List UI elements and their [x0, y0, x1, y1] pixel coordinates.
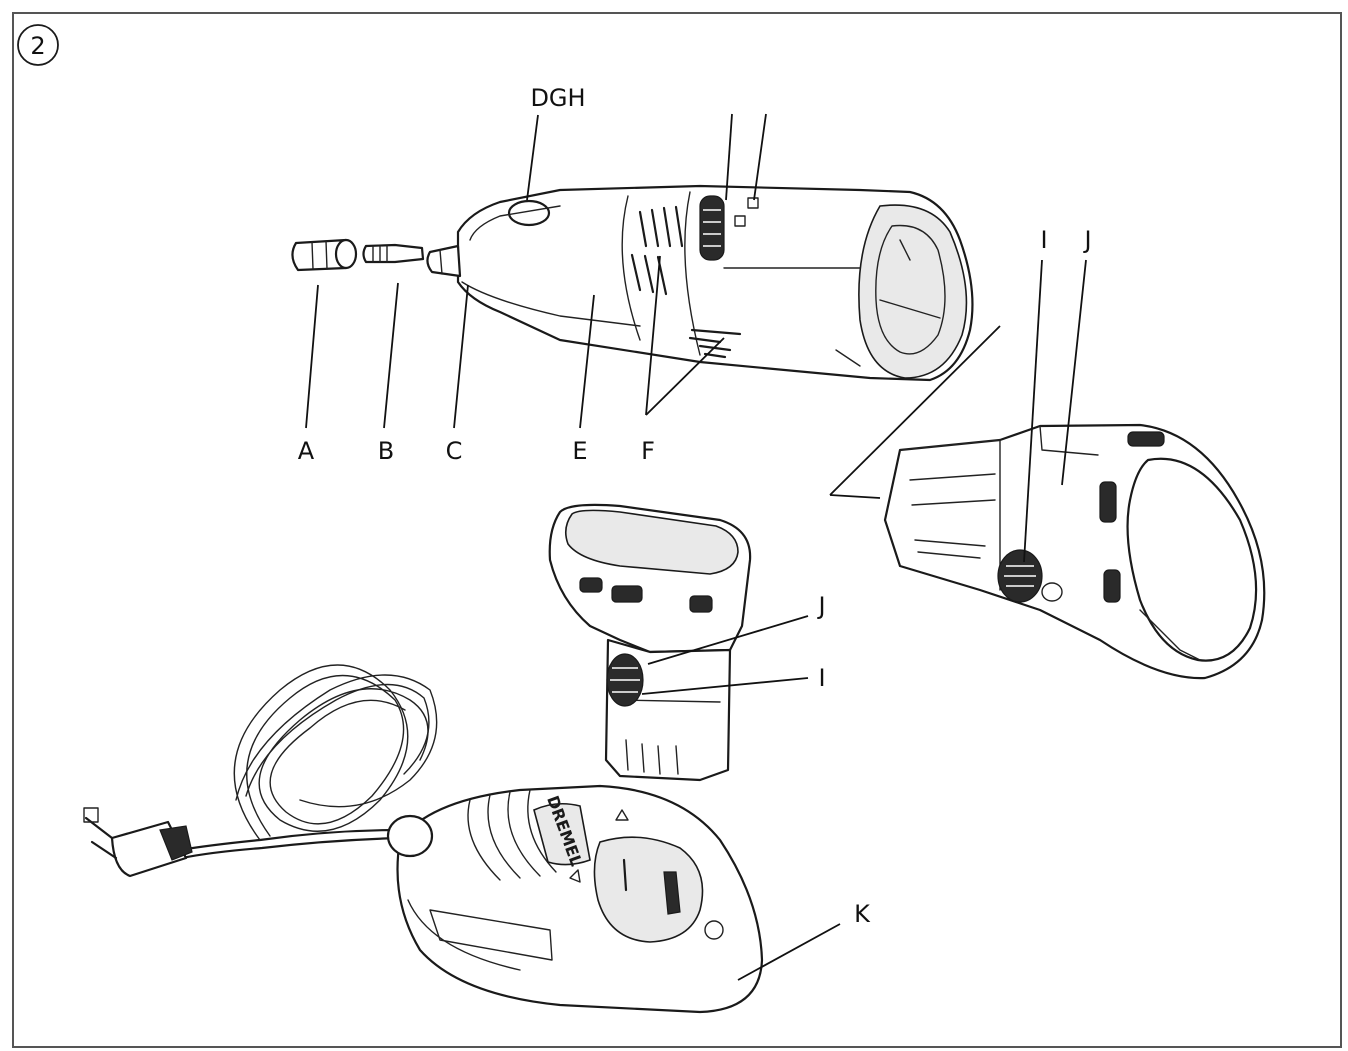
collet-nut [291, 238, 358, 272]
figure-frame [12, 12, 1342, 1048]
power-plug [83, 807, 193, 878]
callout-labels: DGH A B C E F I J J I K [298, 84, 1092, 928]
battery-pack-right [883, 423, 1266, 680]
label-j-center: J [816, 592, 825, 620]
release-button-center [606, 653, 644, 707]
power-cord [178, 664, 438, 860]
figure-number: 2 [30, 32, 45, 60]
label-f: F [641, 437, 655, 465]
figure-number-badge: 2 [17, 24, 59, 66]
label-i-right: I [1040, 226, 1047, 254]
release-button-right [997, 549, 1063, 603]
label-c: C [446, 437, 463, 465]
battery-pack-center [548, 503, 752, 782]
label-a: A [298, 437, 315, 465]
charger: DREMEL [83, 664, 764, 1014]
label-j-right: J [1082, 226, 1091, 254]
leader-lines [305, 113, 1087, 981]
label-k: K [854, 900, 871, 928]
vent-slots-bottom [688, 328, 742, 359]
label-dgh: DGH [530, 84, 585, 112]
label-b: B [378, 437, 394, 465]
vent-slots-top [630, 205, 684, 296]
collet [362, 243, 425, 264]
label-i-center: I [818, 664, 825, 692]
rotary-tool [426, 184, 974, 382]
speed-switch [699, 195, 759, 261]
label-e: E [572, 437, 587, 465]
